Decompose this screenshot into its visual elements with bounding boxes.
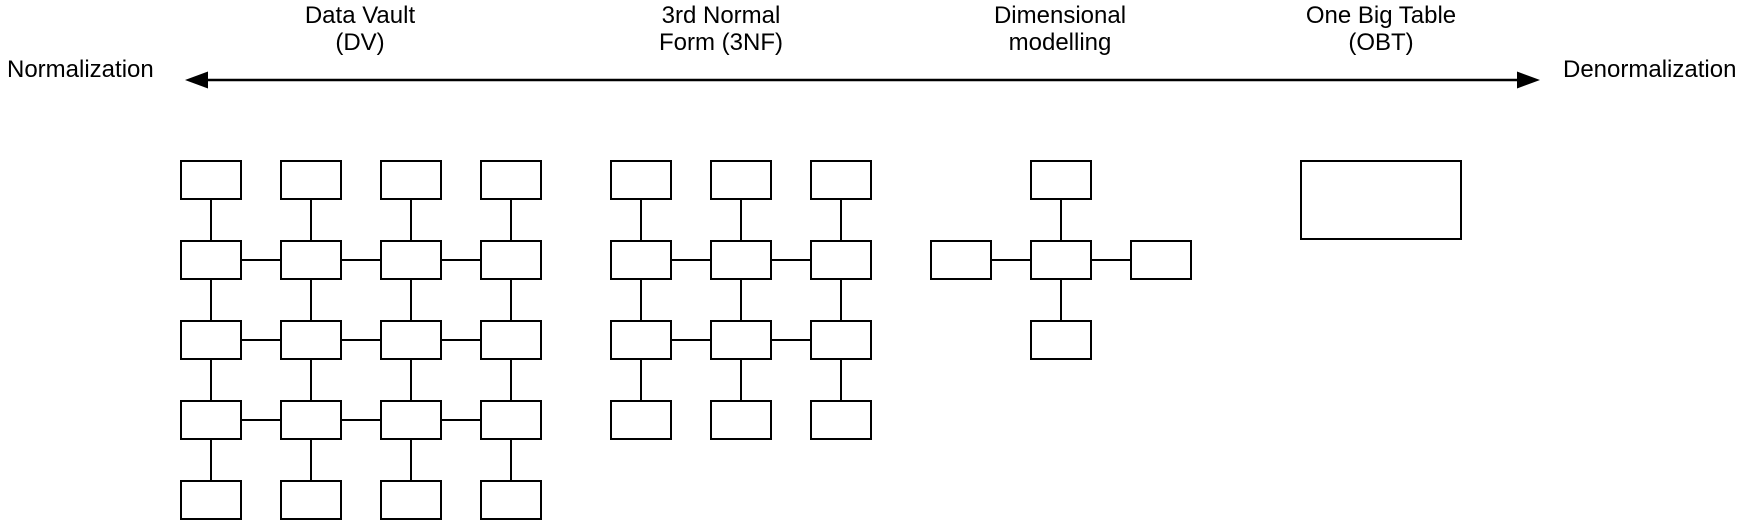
entity-box	[480, 160, 542, 200]
entity-box	[380, 400, 442, 440]
entity-box	[480, 240, 542, 280]
relationship-line	[640, 360, 642, 400]
relationship-line	[210, 200, 212, 240]
relationship-line	[840, 360, 842, 400]
label-3nf: 3rd Normal Form (3NF)	[571, 2, 871, 56]
relationship-line	[342, 259, 380, 261]
entity-box	[380, 240, 442, 280]
relationship-line	[242, 259, 280, 261]
entity-box	[280, 480, 342, 520]
relationship-line	[740, 280, 742, 320]
entity-box	[180, 480, 242, 520]
entity-box	[280, 160, 342, 200]
entity-box	[810, 320, 872, 360]
label-3nf-line1: 3rd Normal	[661, 2, 781, 29]
relationship-line	[740, 200, 742, 240]
relationship-line	[410, 200, 412, 240]
entity-box	[380, 480, 442, 520]
dimension-table-box	[930, 240, 992, 280]
relationship-line	[640, 200, 642, 240]
label-obt-line1: One Big Table	[1305, 2, 1457, 29]
relationship-line	[310, 440, 312, 480]
arrowhead-left-icon	[185, 71, 208, 89]
entity-box	[610, 400, 672, 440]
relationship-line	[410, 280, 412, 320]
relationship-line	[442, 259, 480, 261]
relationship-line	[510, 200, 512, 240]
label-data-vault-line1: Data Vault	[304, 2, 416, 29]
relationship-line	[342, 419, 380, 421]
entity-box	[180, 160, 242, 200]
arrowhead-right-icon	[1517, 71, 1540, 89]
entity-box	[710, 160, 772, 200]
entity-box	[280, 240, 342, 280]
entity-box	[280, 400, 342, 440]
entity-box	[610, 160, 672, 200]
relationship-line	[310, 360, 312, 400]
relationship-line	[772, 339, 810, 341]
relationship-line	[410, 440, 412, 480]
relationship-line	[840, 200, 842, 240]
entity-box	[480, 320, 542, 360]
entity-box	[180, 320, 242, 360]
dimension-table-box	[1030, 160, 1092, 200]
dimension-table-box	[1130, 240, 1192, 280]
label-dimensional-line2: modelling	[1008, 29, 1112, 56]
label-3nf-line2: Form (3NF)	[659, 29, 783, 56]
denormalization-label: Denormalization	[1563, 56, 1737, 83]
relationship-line	[442, 419, 480, 421]
relationship-line	[1092, 259, 1130, 261]
entity-box	[380, 160, 442, 200]
relationship-line	[672, 339, 710, 341]
relationship-line	[410, 360, 412, 400]
entity-box	[280, 320, 342, 360]
relationship-line	[210, 440, 212, 480]
label-dimensional-line1: Dimensional	[993, 2, 1127, 29]
label-data-vault-line2: (DV)	[335, 29, 385, 56]
fact-table-box	[1030, 240, 1092, 280]
entity-box	[710, 400, 772, 440]
relationship-line	[1060, 280, 1062, 320]
entity-box	[380, 320, 442, 360]
entity-box	[710, 320, 772, 360]
relationship-line	[640, 280, 642, 320]
relationship-line	[310, 200, 312, 240]
entity-box	[710, 240, 772, 280]
relationship-line	[672, 259, 710, 261]
relationship-line	[740, 360, 742, 400]
entity-box	[480, 400, 542, 440]
relationship-line	[772, 259, 810, 261]
relationship-line	[210, 360, 212, 400]
relationship-line	[510, 440, 512, 480]
label-dimensional: Dimensional modelling	[910, 2, 1210, 56]
label-obt-line2: (OBT)	[1348, 29, 1414, 56]
relationship-line	[992, 259, 1030, 261]
entity-box	[810, 160, 872, 200]
one-big-table-box	[1300, 160, 1462, 240]
label-obt: One Big Table (OBT)	[1231, 2, 1531, 56]
entity-box	[480, 480, 542, 520]
relationship-line	[242, 419, 280, 421]
entity-box	[810, 400, 872, 440]
entity-box	[810, 240, 872, 280]
relationship-line	[442, 339, 480, 341]
relationship-line	[242, 339, 280, 341]
dimension-table-box	[1030, 320, 1092, 360]
relationship-line	[840, 280, 842, 320]
entity-box	[180, 400, 242, 440]
relationship-line	[342, 339, 380, 341]
entity-box	[610, 240, 672, 280]
label-data-vault: Data Vault (DV)	[210, 2, 510, 56]
relationship-line	[1060, 200, 1062, 240]
relationship-line	[510, 360, 512, 400]
entity-box	[180, 240, 242, 280]
normalization-label: Normalization	[7, 56, 154, 83]
relationship-line	[310, 280, 312, 320]
relationship-line	[510, 280, 512, 320]
entity-box	[610, 320, 672, 360]
relationship-line	[210, 280, 212, 320]
